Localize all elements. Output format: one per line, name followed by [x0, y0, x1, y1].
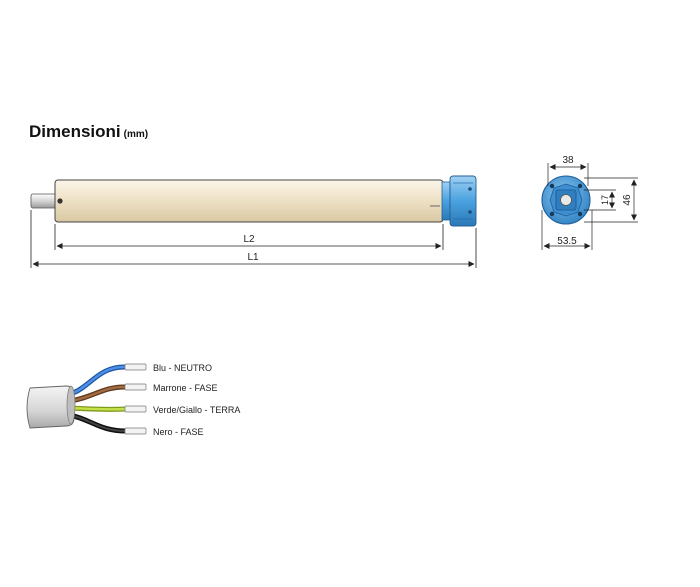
dimension-l2: L2 — [54, 224, 444, 250]
dimension-17: 17 — [584, 189, 616, 211]
terminal-blue — [124, 363, 147, 371]
motor-side-view — [30, 175, 477, 227]
head-screw-bottom — [468, 210, 472, 214]
head-front-view — [541, 175, 591, 225]
label-53-5: 53.5 — [557, 236, 577, 247]
cable-diagram: Blu - NEUTRO Marrone - FASE Verde/Giallo… — [26, 363, 240, 437]
head-screw-top — [468, 187, 472, 191]
dimension-46: 46 — [584, 177, 638, 223]
label-46: 46 — [622, 194, 633, 206]
motor-shaft — [30, 193, 59, 209]
motor-head — [449, 175, 477, 227]
label-l2: L2 — [243, 234, 255, 245]
dimension-38: 38 — [547, 155, 589, 186]
wire-label-green-yellow: Verde/Giallo - TERRA — [153, 405, 240, 415]
tube-screw-left — [57, 198, 63, 204]
motor-tube — [54, 179, 444, 223]
head-collar — [441, 181, 451, 221]
mount-hole-1 — [549, 183, 555, 189]
dimension-l1: L1 — [30, 210, 477, 268]
center-hole — [560, 194, 572, 206]
page-title: Dimensioni(mm) — [29, 122, 148, 142]
terminal-black — [124, 427, 147, 435]
mount-hole-4 — [577, 211, 583, 217]
label-17: 17 — [600, 195, 610, 205]
label-l1: L1 — [247, 252, 259, 263]
wire-label-black: Nero - FASE — [153, 427, 204, 437]
mount-hole-3 — [549, 211, 555, 217]
label-38: 38 — [562, 155, 574, 166]
wire-label-brown: Marrone - FASE — [153, 383, 218, 393]
terminal-brown — [124, 383, 147, 391]
title-text: Dimensioni — [29, 122, 121, 141]
title-unit: (mm) — [123, 129, 149, 140]
mount-hole-2 — [577, 183, 583, 189]
dimension-53-5: 53.5 — [541, 210, 593, 250]
terminal-green-yellow — [124, 405, 147, 413]
wire-label-blue: Blu - NEUTRO — [153, 363, 212, 373]
